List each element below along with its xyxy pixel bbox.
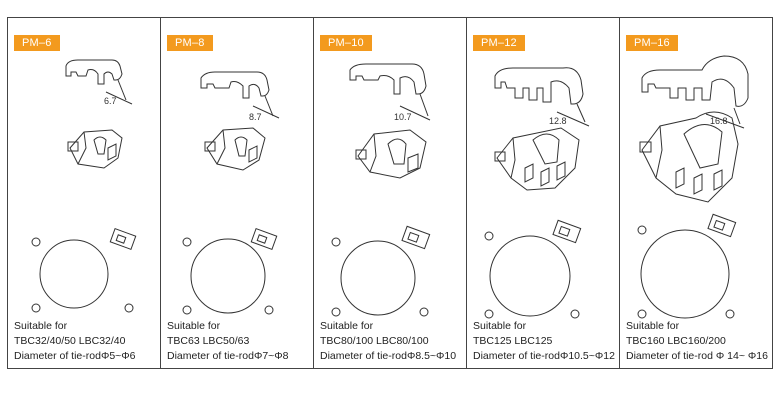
profile-view: 12.8 xyxy=(494,67,590,127)
caption-suitable: Suitable for xyxy=(320,320,374,332)
caption: Suitable for TBC80/100 LBC80/100 Diamete… xyxy=(320,319,456,364)
caption-diameter: Diameter of tie-rodΦ8.5~Φ10 xyxy=(320,350,457,362)
caption-diameter: Diameter of tie-rodΦ7~Φ8 xyxy=(167,350,289,362)
profile-view: 8.7 xyxy=(200,71,280,122)
model-tag: PM–6 xyxy=(14,35,60,51)
mounting-view xyxy=(31,228,137,313)
caption-diameter: Diameter of tie-rodΦ10.5~Φ12 xyxy=(473,350,615,362)
panel-pm-8: 8.7 PM–8 Suitable for TBC63 LBC50/63 xyxy=(161,17,314,369)
mounting-view xyxy=(182,228,278,315)
caption-suitable: Suitable for xyxy=(626,320,680,332)
isometric-view xyxy=(204,127,266,171)
caption-models: TBC63 LBC50/63 xyxy=(167,335,250,347)
profile-view: 10.7 xyxy=(349,63,431,122)
caption-models: TBC160 LBC160/200 xyxy=(626,335,726,347)
model-tag: PM–10 xyxy=(320,35,372,51)
caption: Suitable for TBC32/40/50 LBC32/40 Diamet… xyxy=(14,319,136,364)
isometric-view xyxy=(639,111,739,203)
caption-diameter: Diameter of tie-rodΦ5~Φ6 xyxy=(14,350,136,362)
caption-suitable: Suitable for xyxy=(473,320,527,332)
profile-view: 16.8 xyxy=(641,55,749,129)
dimension-label: 6.7 xyxy=(104,96,117,106)
caption-suitable: Suitable for xyxy=(14,320,68,332)
caption-diameter: Diameter of tie-rod Φ 14~ Φ16 xyxy=(626,350,768,362)
model-tag: PM–16 xyxy=(626,35,678,51)
dimension-label: 10.7 xyxy=(394,112,412,122)
panel-pm-6: 6.7 PM–6 Suitable for TBC32/40/50 LBC3 xyxy=(8,17,161,369)
bracket-drawings: 16.8 xyxy=(637,55,749,319)
dimension-label: 16.8 xyxy=(710,116,728,126)
caption: Suitable for TBC63 LBC50/63 Diameter of … xyxy=(167,319,289,364)
panel-pm-16: 16.8 PM–16 Suitable for xyxy=(620,17,773,369)
caption-models: TBC32/40/50 LBC32/40 xyxy=(14,335,126,347)
model-tag: PM–12 xyxy=(473,35,525,51)
panel-pm-12: 12.8 PM–12 Suitable for xyxy=(467,17,620,369)
dimension-label: 8.7 xyxy=(249,112,262,122)
bracket-drawings: 10.7 xyxy=(331,63,431,317)
panel-pm-10: 10.7 PM–10 Suitable for TBC80/100 LBC8 xyxy=(314,17,467,369)
product-strip: 6.7 PM–6 Suitable for TBC32/40/50 LBC3 xyxy=(7,17,774,369)
dimension-label: 12.8 xyxy=(549,116,567,126)
profile-view: 6.7 xyxy=(65,59,133,106)
caption-models: TBC125 LBC125 xyxy=(473,335,553,347)
mounting-view xyxy=(637,213,737,319)
bracket-drawings: 8.7 xyxy=(182,71,280,315)
caption-suitable: Suitable for xyxy=(167,320,221,332)
bracket-drawings: 12.8 xyxy=(484,67,590,319)
mounting-view xyxy=(484,219,582,319)
caption: Suitable for TBC125 LBC125 Diameter of t… xyxy=(473,319,615,364)
model-tag: PM–8 xyxy=(167,35,213,51)
isometric-view xyxy=(355,129,427,179)
caption-models: TBC80/100 LBC80/100 xyxy=(320,335,429,347)
bracket-drawings: 6.7 xyxy=(31,59,137,313)
mounting-view xyxy=(331,225,431,317)
caption: Suitable for TBC160 LBC160/200 Diameter … xyxy=(626,319,768,364)
isometric-view xyxy=(67,129,123,169)
isometric-view xyxy=(494,127,580,191)
